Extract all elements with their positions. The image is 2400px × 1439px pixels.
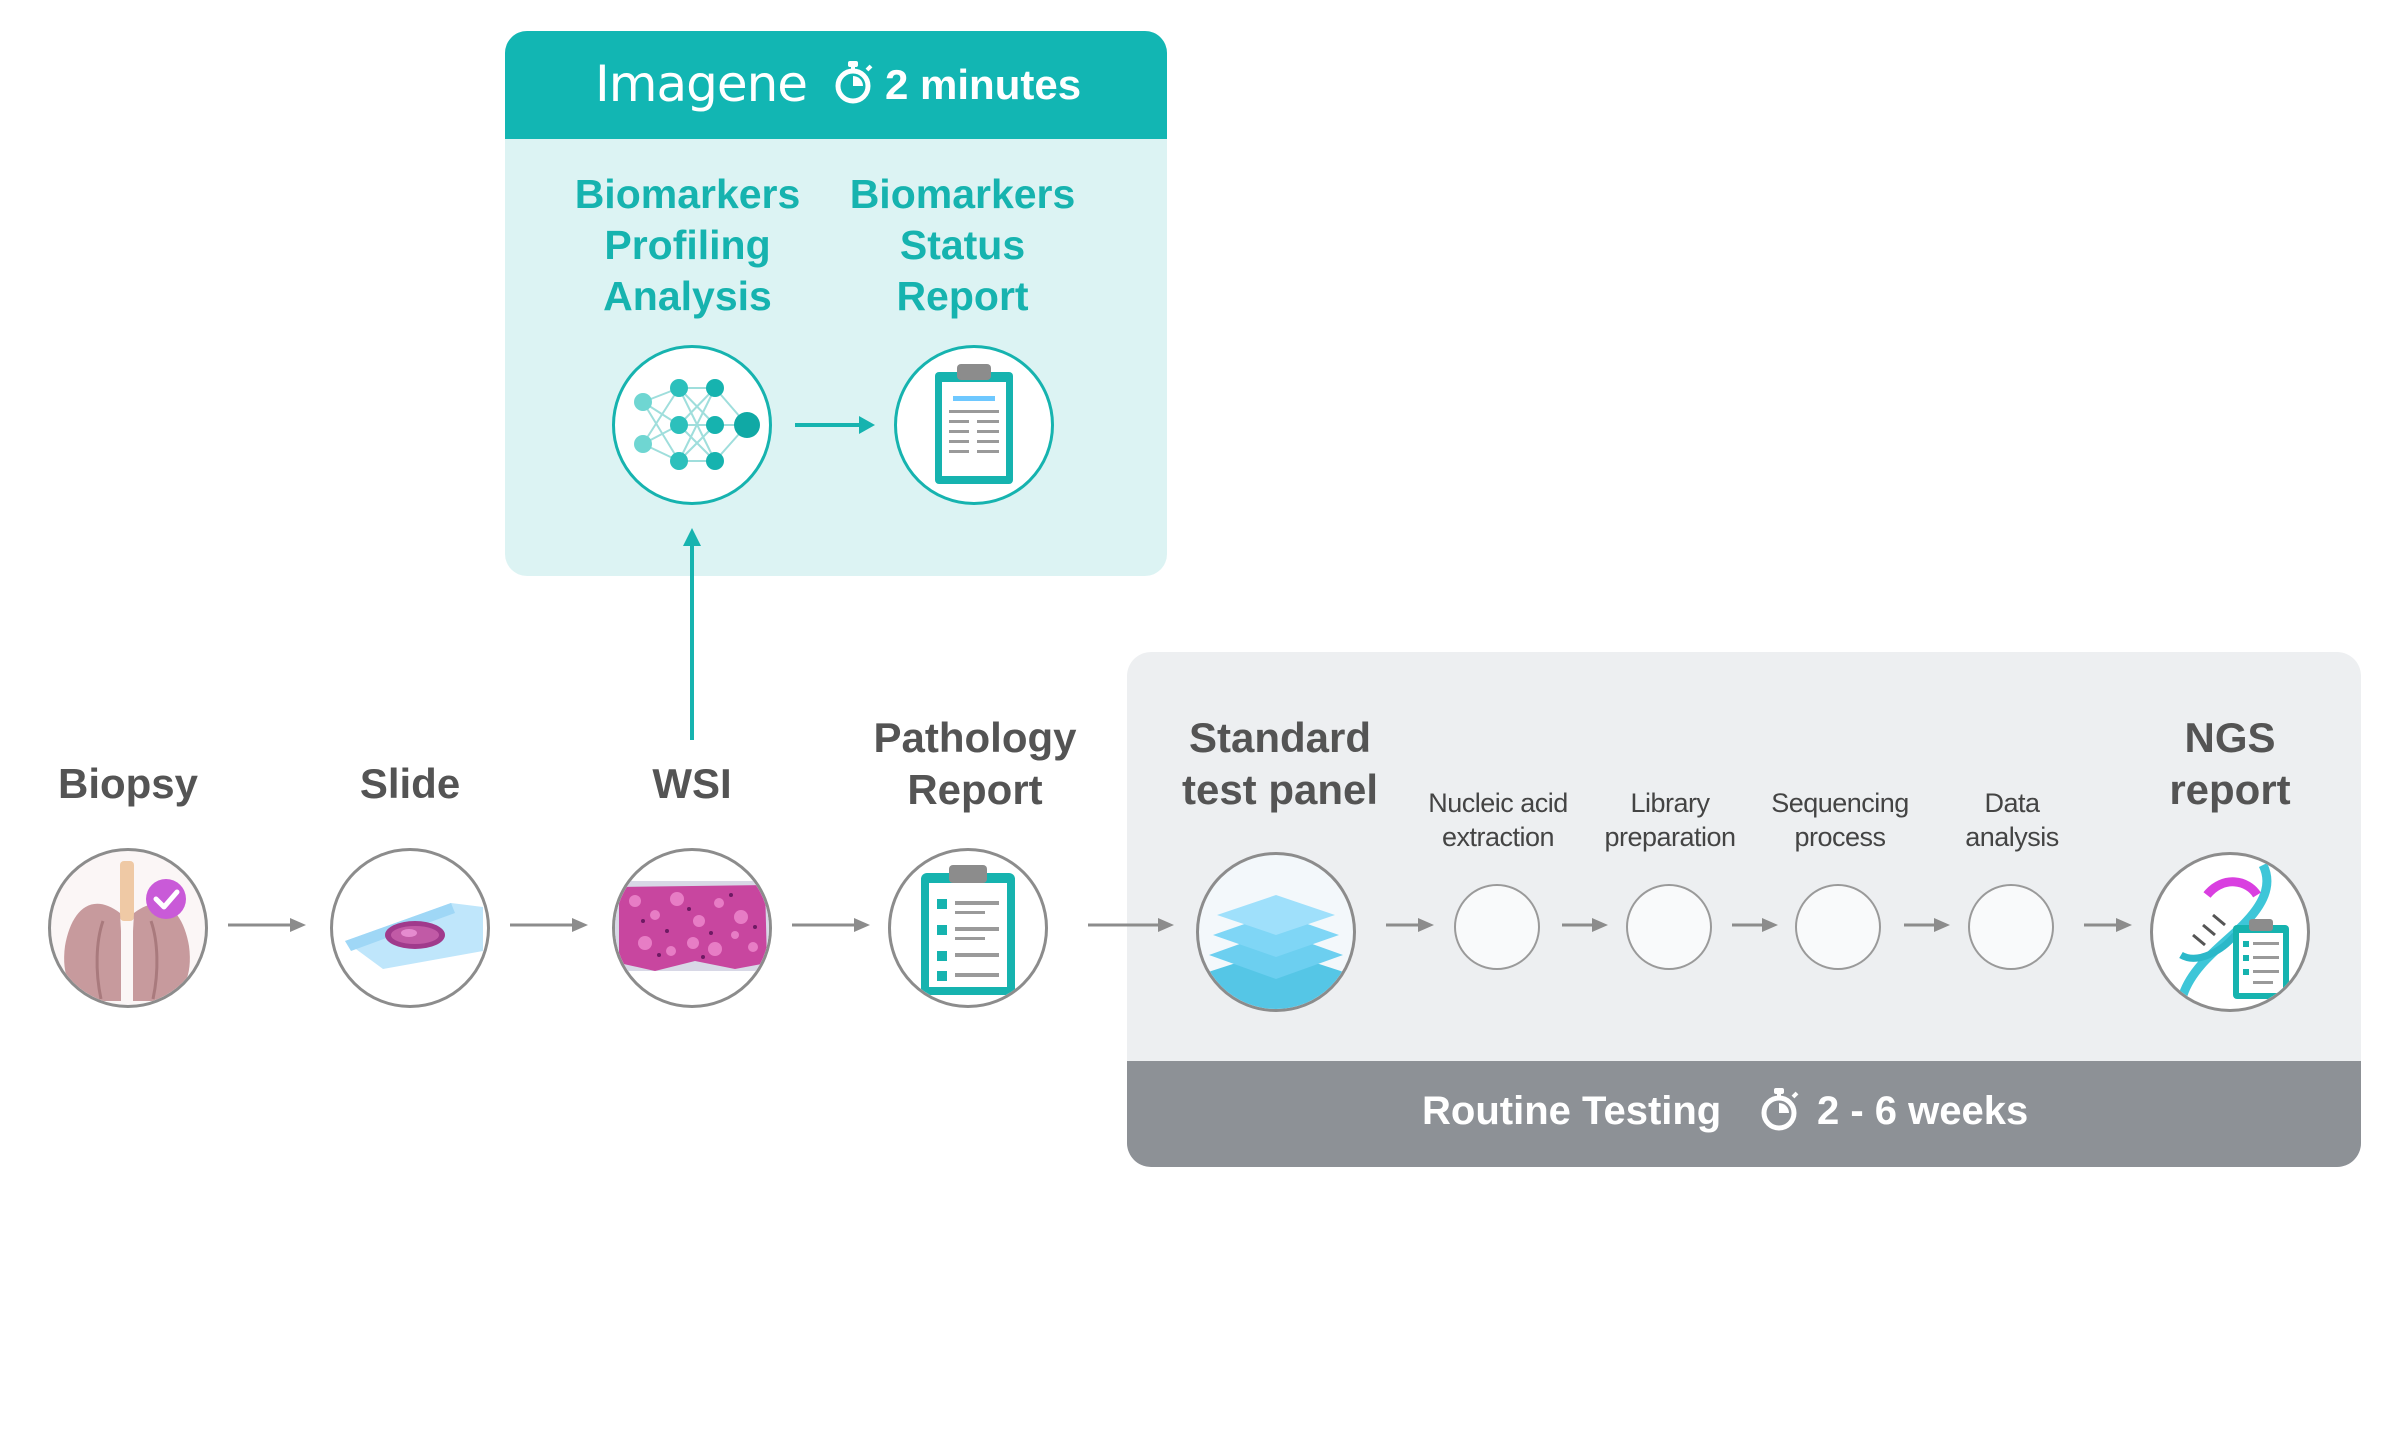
- arrow-to-imagene: [683, 528, 701, 740]
- dna-icon: [2150, 852, 2310, 1012]
- arrow-icon: [795, 416, 875, 434]
- stopwatch-icon: [1761, 1088, 1799, 1131]
- imagene-duration: 2 minutes: [885, 61, 1082, 108]
- substep-circle: [1795, 884, 1881, 970]
- routine-testing-footer: Routine Testing 2 - 6 weeks: [1127, 1061, 2361, 1167]
- step-biomarkers-analysis-title: Biomarkers Profiling Analysis: [574, 171, 801, 319]
- neural-network-icon: [612, 345, 772, 505]
- step-slide-title: Slide: [359, 760, 461, 807]
- routine-testing-label: Routine Testing: [1422, 1089, 1722, 1133]
- slide-icon: [330, 848, 490, 1008]
- substep-circle: [1626, 884, 1712, 970]
- step-biopsy-title: Biopsy: [57, 760, 199, 807]
- tissue-icon: [612, 848, 772, 1008]
- imagene-panel: Imagene 2 minutes Biomarkers Profiling A…: [505, 31, 1167, 576]
- substep-circle: [1454, 884, 1540, 970]
- substep-label: Data analysis: [1965, 788, 2059, 852]
- step-pathology-title: Pathology Report: [873, 714, 1077, 813]
- step-ngs-title: NGS report: [2169, 714, 2291, 813]
- report-clipboard-icon: [894, 345, 1054, 505]
- substep-label: Sequencing process: [1771, 788, 1909, 852]
- lungs-icon: [48, 848, 208, 1008]
- substep-label: Nucleic acid extraction: [1428, 788, 1568, 852]
- layers-icon: [1196, 852, 1356, 1012]
- imagene-logo: Imagene: [595, 55, 808, 113]
- check-icon: [146, 879, 186, 919]
- substep-label: Library preparation: [1604, 788, 1736, 852]
- clipboard-icon: [888, 848, 1048, 1008]
- imagene-header: Imagene 2 minutes: [505, 31, 1167, 139]
- routine-testing-duration: 2 - 6 weeks: [1817, 1089, 2029, 1133]
- stopwatch-icon: [835, 61, 873, 104]
- step-biomarkers-report-title: Biomarkers Status Report: [849, 171, 1076, 319]
- substep-circle: [1968, 884, 2054, 970]
- step-standard-panel-title: Standard test panel: [1181, 714, 1379, 813]
- step-wsi-title: WSI: [652, 760, 732, 807]
